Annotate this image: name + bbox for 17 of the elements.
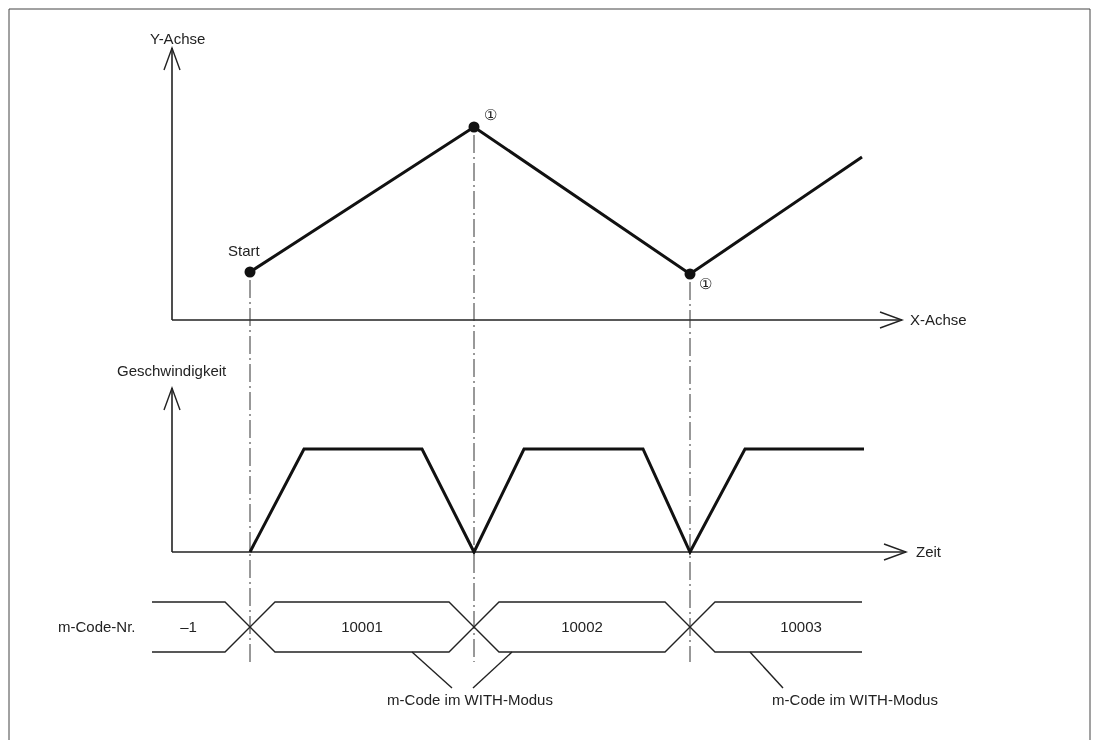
bus-value: 10001 bbox=[341, 616, 383, 637]
axis-label: Zeit bbox=[916, 542, 941, 562]
marker-number: ① bbox=[699, 274, 712, 294]
axis-label: Geschwindigkeit bbox=[117, 361, 227, 381]
row-label: m-Code-Nr. bbox=[58, 617, 136, 637]
point-label: Start bbox=[228, 241, 260, 261]
leader-line bbox=[749, 651, 784, 689]
bus-value: 10003 bbox=[780, 616, 822, 637]
axis-label: X-Achse bbox=[910, 310, 967, 330]
bus-value: –1 bbox=[180, 616, 197, 637]
axis-label: Y-Achse bbox=[150, 29, 206, 49]
bus-value: 10002 bbox=[561, 616, 603, 637]
marker-number: ① bbox=[484, 105, 497, 125]
callout-text: m-Code im WITH-Modus bbox=[772, 689, 938, 710]
leader-line bbox=[411, 651, 453, 689]
leader-line bbox=[472, 651, 513, 689]
callout-text: m-Code im WITH-Modus bbox=[387, 689, 553, 710]
